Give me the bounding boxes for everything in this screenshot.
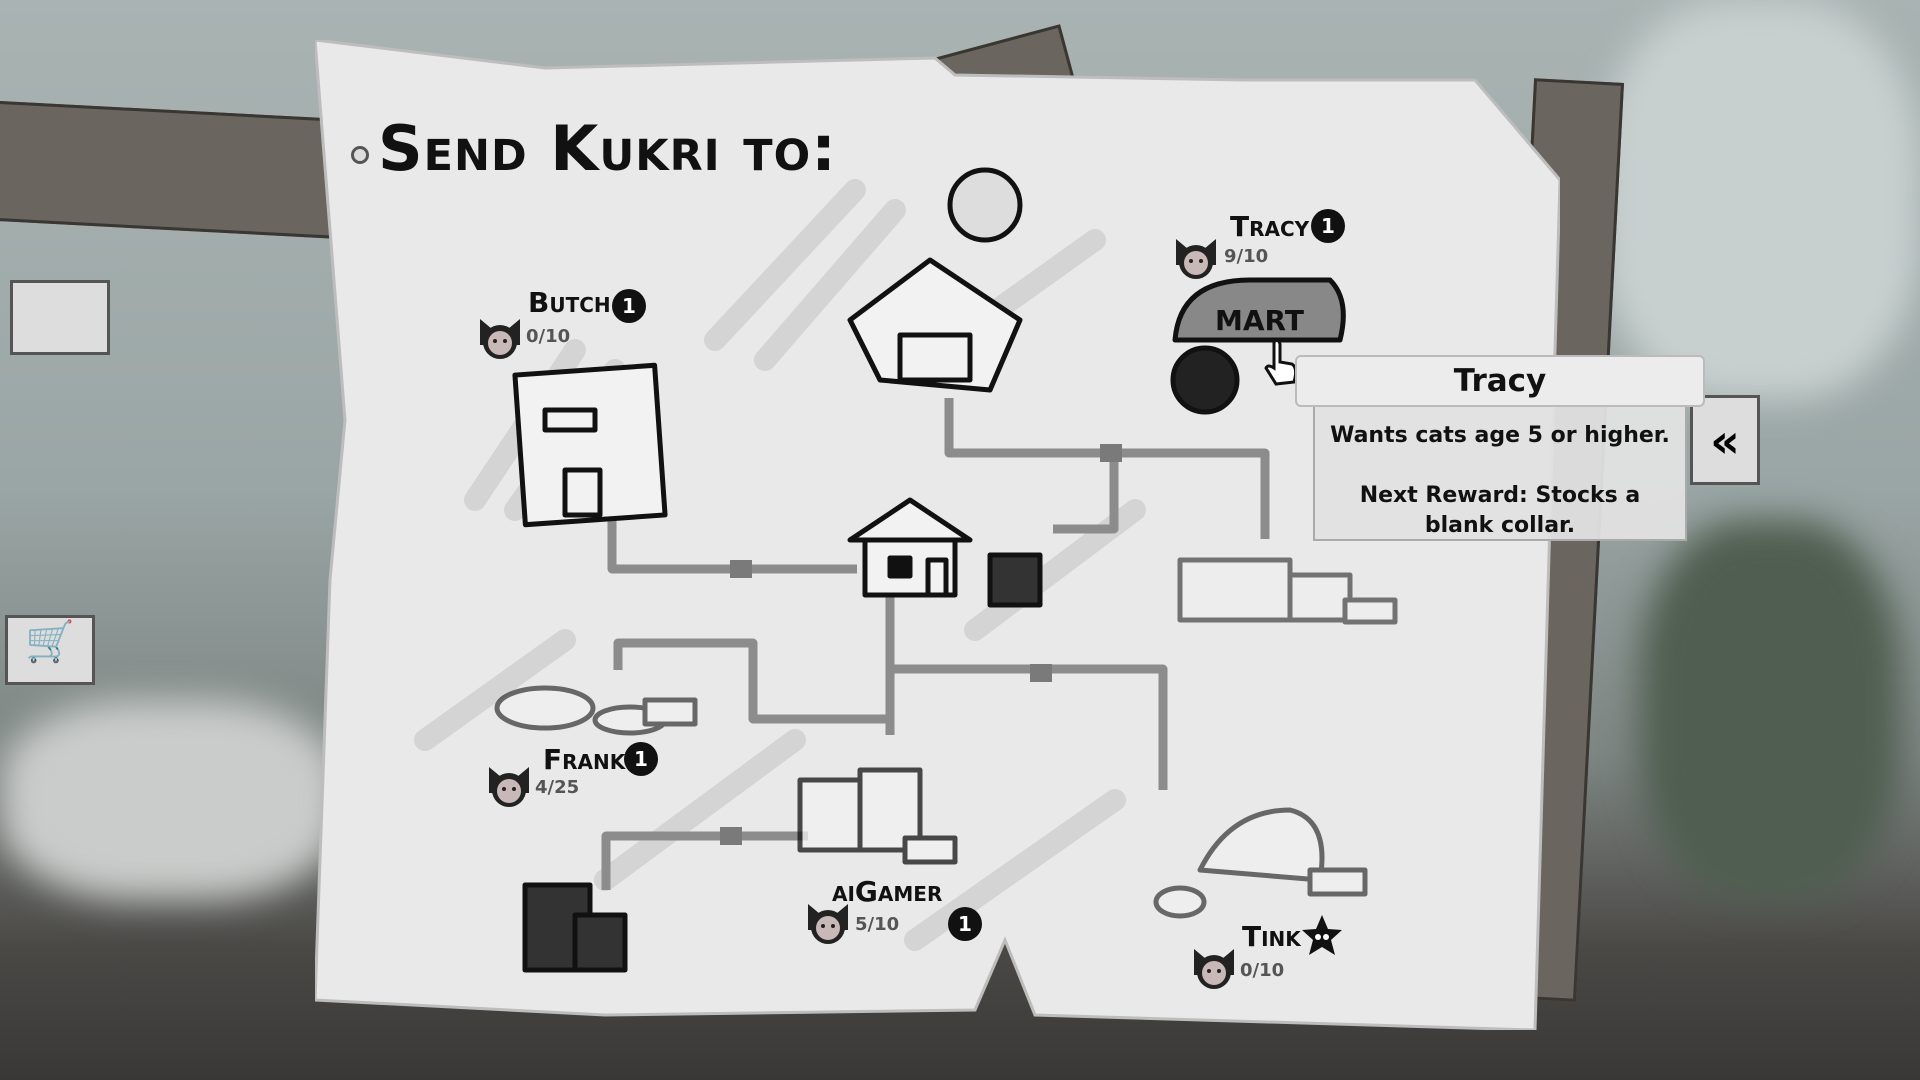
notification-badge: 1 bbox=[612, 289, 646, 323]
cat-face-icon bbox=[1194, 949, 1234, 989]
svg-text:MART: MART bbox=[1215, 304, 1304, 337]
cat-face-icon bbox=[1176, 239, 1216, 279]
cat-count: 5/10 bbox=[855, 914, 900, 935]
cat-face-icon bbox=[808, 904, 848, 944]
background-fence bbox=[0, 700, 340, 900]
cat-face-icon bbox=[489, 767, 529, 807]
back-arrow-icon[interactable]: « bbox=[1690, 395, 1760, 485]
cat-count: 0/10 bbox=[526, 326, 571, 347]
cat-count: 0/10 bbox=[1240, 960, 1285, 981]
client-name: Frank bbox=[543, 743, 626, 776]
page-title: Send Kukri to: bbox=[378, 112, 837, 185]
notification-badge: 1 bbox=[948, 907, 982, 941]
client-name: Tink bbox=[1242, 920, 1301, 953]
cat-count: 4/25 bbox=[535, 777, 580, 798]
center-house[interactable] bbox=[847, 497, 1043, 608]
tooltip-requirement: Wants cats age 5 or higher. bbox=[1330, 423, 1670, 448]
client-name: aiGamer bbox=[832, 875, 943, 908]
background-tree bbox=[1640, 520, 1900, 900]
notification-badge: 1 bbox=[624, 742, 658, 776]
junk-pile[interactable] bbox=[1177, 557, 1398, 625]
star-icon bbox=[1302, 915, 1342, 955]
aigamer-trash[interactable] bbox=[797, 767, 958, 865]
tracy-mart[interactable]: MART bbox=[1170, 277, 1346, 415]
tink-trailer[interactable] bbox=[1153, 807, 1368, 919]
client-name: Butch bbox=[528, 286, 611, 319]
cat-count: 9/10 bbox=[1224, 246, 1269, 267]
frank-sewer[interactable] bbox=[494, 685, 698, 736]
tooltip-body: Wants cats age 5 or higher. Next Reward:… bbox=[1313, 405, 1687, 541]
tooltip-title: Tracy bbox=[1295, 355, 1705, 407]
cat-face-icon bbox=[480, 319, 520, 359]
tooltip-reward: Next Reward: Stocks a blank collar. bbox=[1359, 483, 1641, 538]
client-name: Tracy bbox=[1230, 210, 1310, 243]
shop-cart-icon[interactable]: 🛒 bbox=[5, 615, 95, 685]
butch-building[interactable] bbox=[512, 362, 668, 528]
side-tab-icon[interactable] bbox=[10, 280, 110, 355]
top-house[interactable] bbox=[847, 167, 1023, 393]
background-building bbox=[1600, 0, 1920, 400]
title-bullet bbox=[351, 146, 369, 164]
trash-can[interactable] bbox=[522, 882, 628, 973]
client-tooltip: Wants cats age 5 or higher. Next Reward:… bbox=[1295, 355, 1705, 541]
notification-badge: 1 bbox=[1311, 209, 1345, 243]
